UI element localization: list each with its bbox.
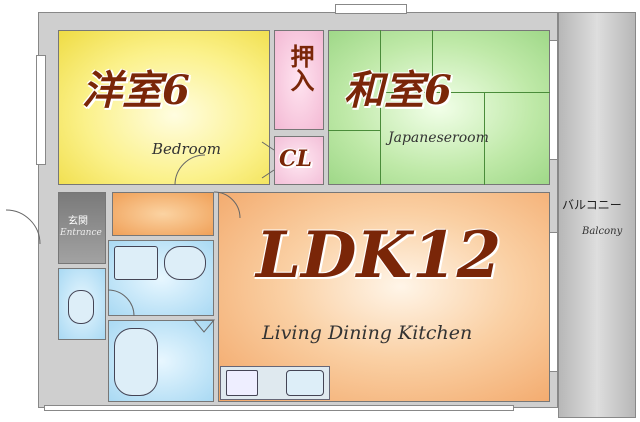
oshiire-closet [274,30,324,130]
tatami-line [380,92,550,93]
balcony-label: バルコニー [562,198,622,212]
kitchen-sink [286,370,324,396]
entrance-area [58,192,106,264]
wall-bottom-edge [44,405,514,411]
japanese-room-label: 和室6 [344,67,452,114]
tatami-line [432,30,433,92]
western-room-en-label: Bedroom [152,140,221,158]
tatami-line [328,130,380,131]
cl-closet [274,136,324,185]
entrance-en-label: Entrance [60,228,102,238]
stove-fixture [226,370,258,396]
western-room-label: 洋室6 [82,67,190,114]
oshiire-label: 押入 [286,44,314,92]
ldk-en-label: Living Dining Kitchen [262,322,473,344]
balcony-en-label: Balcony [582,226,623,237]
bathtub [114,328,158,396]
balcony-area [558,12,636,418]
ldk-label: LDK12 [256,218,502,293]
window-left [36,55,46,165]
wash-basin [164,246,206,280]
tatami-line [380,30,381,185]
japanese-room [328,30,550,185]
western-room [58,30,270,185]
japanese-room-en-label: Japaneseroom [388,130,489,146]
hallway [112,192,214,236]
window-top [335,4,407,14]
toilet-fixture [68,290,94,324]
washing-machine-pan [114,246,158,280]
closet-label: CL [279,146,312,172]
tatami-line [484,92,485,185]
entrance-label: 玄関 [68,216,88,227]
